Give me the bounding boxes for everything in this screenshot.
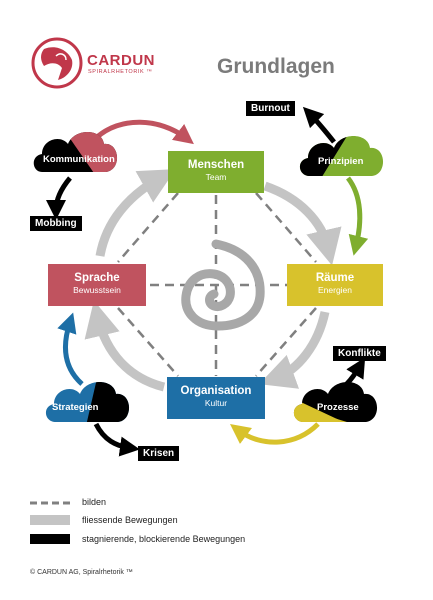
node-menschen-label: Menschen [187, 159, 245, 171]
copyright: © CARDUN AG, Spiralrhetorik ™ [30, 569, 133, 576]
tag-mobbing: Mobbing [30, 216, 82, 231]
node-sprache-label: Sprache [74, 272, 120, 284]
cardun-logo-icon [31, 37, 83, 89]
prinzipien-arrow [345, 176, 369, 256]
node-sprache: Sprache Bewusstsein [48, 264, 146, 306]
cloud-strategien-label: Strategien [52, 402, 99, 413]
cloud-kommunikation-label: Kommunikation [43, 154, 115, 165]
legend-grey-swatch [30, 515, 70, 525]
cloud-prozesse-label: Prozesse [317, 402, 359, 413]
tag-burnout: Burnout [246, 101, 295, 116]
brand-name: CARDUN [87, 52, 155, 69]
cloud-prinzipien-icon [299, 136, 384, 176]
legend-black-swatch [30, 534, 70, 544]
legend-dashed-label: bilden [82, 497, 107, 507]
dashed-connectors [117, 192, 317, 377]
cloud-strategien-icon [45, 382, 130, 422]
tag-konflikte: Konflikte [333, 346, 386, 361]
legend-black-label: stagnierende, blockierende Bewegungen [82, 534, 246, 544]
node-menschen-sub: Team [205, 172, 227, 182]
node-menschen: Menschen Team [168, 151, 264, 193]
node-organisation: Organisation Kultur [167, 377, 265, 419]
node-sprache-sub: Bewusstsein [73, 285, 121, 295]
page-title: Grundlagen [217, 55, 335, 78]
tag-krisen: Krisen [138, 446, 180, 461]
kommunikation-arrow [94, 119, 194, 145]
cloud-kommunikation-icon [33, 132, 118, 172]
prozesse-arrow [229, 422, 320, 445]
node-organisation-label: Organisation [180, 385, 252, 397]
legend-grey-label: fliessende Bewegungen [82, 515, 178, 525]
node-organisation-sub: Kultur [204, 398, 228, 408]
cloud-prinzipien-label: Prinzipien [318, 156, 364, 167]
grey-flow-arrows [84, 169, 342, 392]
node-raeume-label: Räume [315, 272, 355, 284]
node-raeume-sub: Energien [317, 285, 353, 295]
node-raeume: Räume Energien [287, 264, 383, 306]
cloud-prozesse-icon [293, 382, 378, 422]
strategien-arrow [57, 312, 84, 386]
spiral-icon [181, 239, 265, 331]
brand-subtitle: SPIRALRHETORIK ™ [88, 69, 153, 75]
